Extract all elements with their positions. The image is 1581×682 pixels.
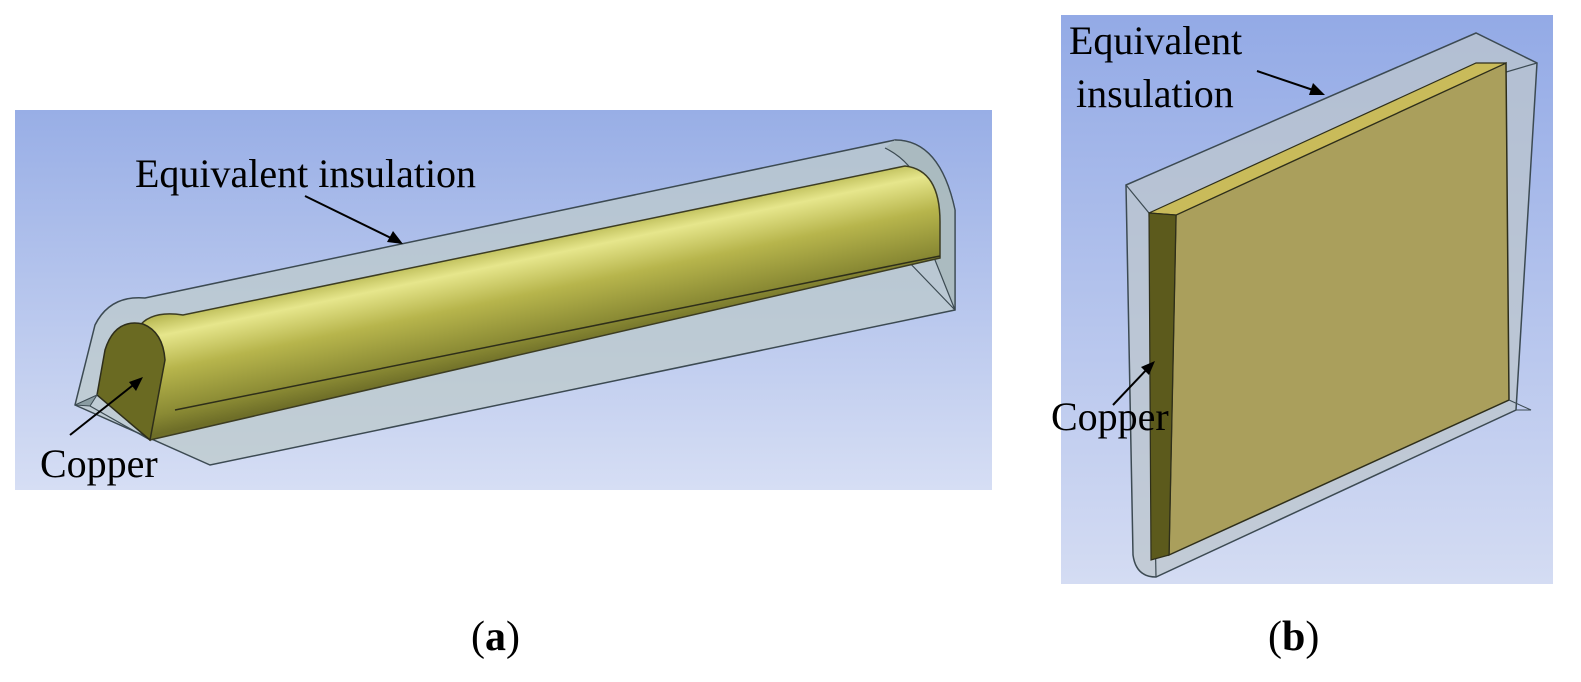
copper-arrow [1112,366,1150,406]
plate-model-render [1061,15,1553,584]
copper-arrowhead [129,377,143,391]
insulation-label-line1: Equivalent [1069,18,1243,63]
caption-b: (b) [1268,614,1320,660]
insulation-arrowhead [1309,83,1325,95]
caption-a: (a) [471,614,520,660]
insulation-label: Equivalent insulation [135,151,477,196]
callout-arrows [69,195,403,436]
insulation-label-line2: insulation [1076,71,1234,116]
copper-label: Copper [1051,394,1169,439]
caption-a-letter: a [485,614,506,660]
copper-label: Copper [40,441,158,486]
caption-b-letter: b [1282,614,1306,660]
insulation-arrow [304,195,396,241]
callout-arrows-b [1112,70,1325,406]
copper-arrowhead [1141,361,1155,375]
copper-arrow [69,381,138,436]
cylinder-model-render [15,110,992,490]
copper-plate-side-edge [1148,212,1177,561]
insulation-arrow [1256,70,1317,92]
panel-a-figure: Equivalent insulation Copper [15,110,992,490]
panel-b-figure: Equivalent insulation Copper [1051,15,1553,584]
insulation-arrowhead [387,231,403,244]
copper-rod [137,165,941,441]
